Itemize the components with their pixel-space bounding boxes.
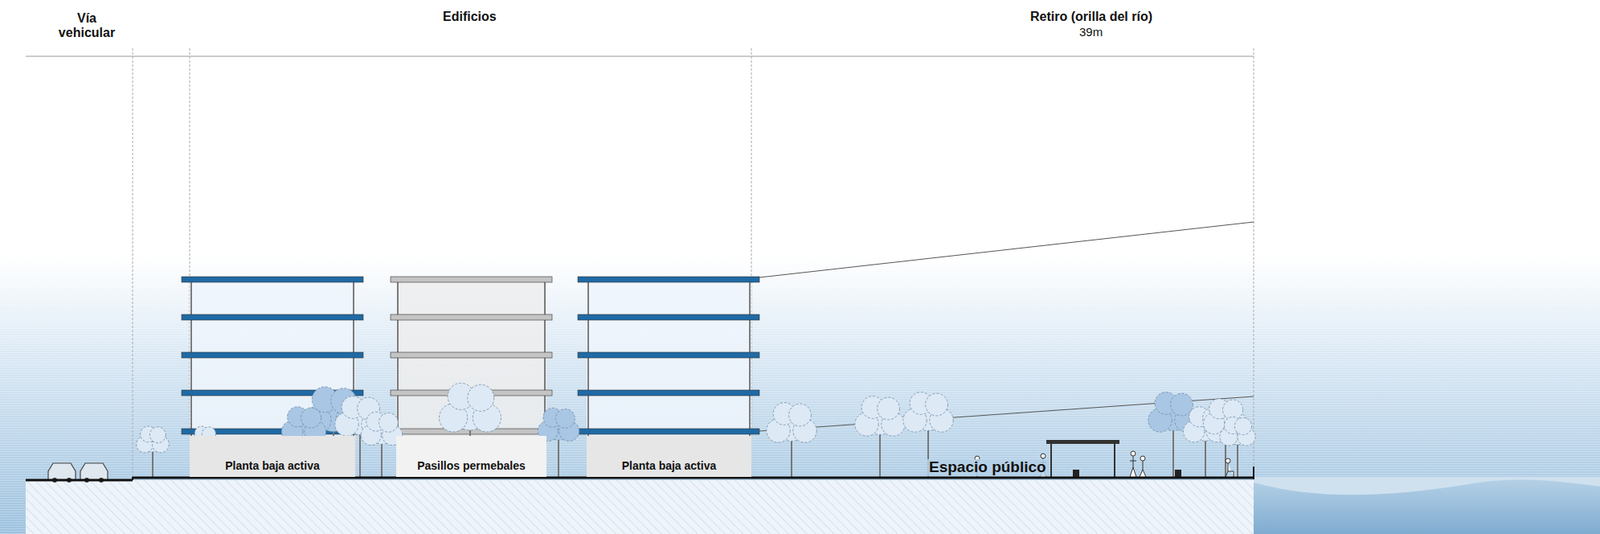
box-label: Planta baja activa bbox=[618, 458, 721, 477]
floor-slab bbox=[390, 351, 553, 358]
tree-crown bbox=[925, 392, 949, 416]
ground-floor-box: Pasillos permebales bbox=[396, 435, 547, 477]
tree-crown bbox=[877, 396, 901, 420]
tree-crown bbox=[467, 384, 495, 411]
ground-floor-box: Planta baja activa bbox=[586, 435, 752, 477]
floor-slab bbox=[577, 351, 760, 358]
box-label: Planta baja activa bbox=[221, 458, 324, 477]
column-heading: Edificios bbox=[442, 9, 497, 25]
ground-floor-box: Planta baja activa bbox=[189, 435, 356, 477]
floor-slab bbox=[390, 314, 553, 320]
tree-crown bbox=[789, 403, 812, 426]
floor-slab bbox=[577, 389, 760, 396]
tree-crown bbox=[1234, 417, 1252, 434]
floor-slab bbox=[577, 276, 760, 283]
box-label: Pasillos permebales bbox=[413, 458, 529, 477]
floor-slab bbox=[577, 428, 760, 434]
dimension-label: 39m bbox=[1079, 25, 1103, 40]
tree-crown bbox=[1170, 392, 1194, 416]
column-heading: Vía vehicular bbox=[50, 11, 123, 40]
floor-slab bbox=[390, 276, 553, 283]
floor-slab bbox=[181, 351, 364, 358]
zone-label: Espacio público bbox=[926, 458, 1049, 476]
floor-slab bbox=[181, 314, 364, 320]
floor-slab bbox=[577, 314, 760, 320]
tree-crown bbox=[301, 407, 322, 428]
tree-crown bbox=[149, 426, 166, 443]
column-heading: Retiro (orilla del río) bbox=[1030, 9, 1153, 25]
floor-slab bbox=[181, 276, 364, 283]
tree-crown bbox=[555, 408, 575, 428]
tree-crown bbox=[378, 412, 398, 432]
